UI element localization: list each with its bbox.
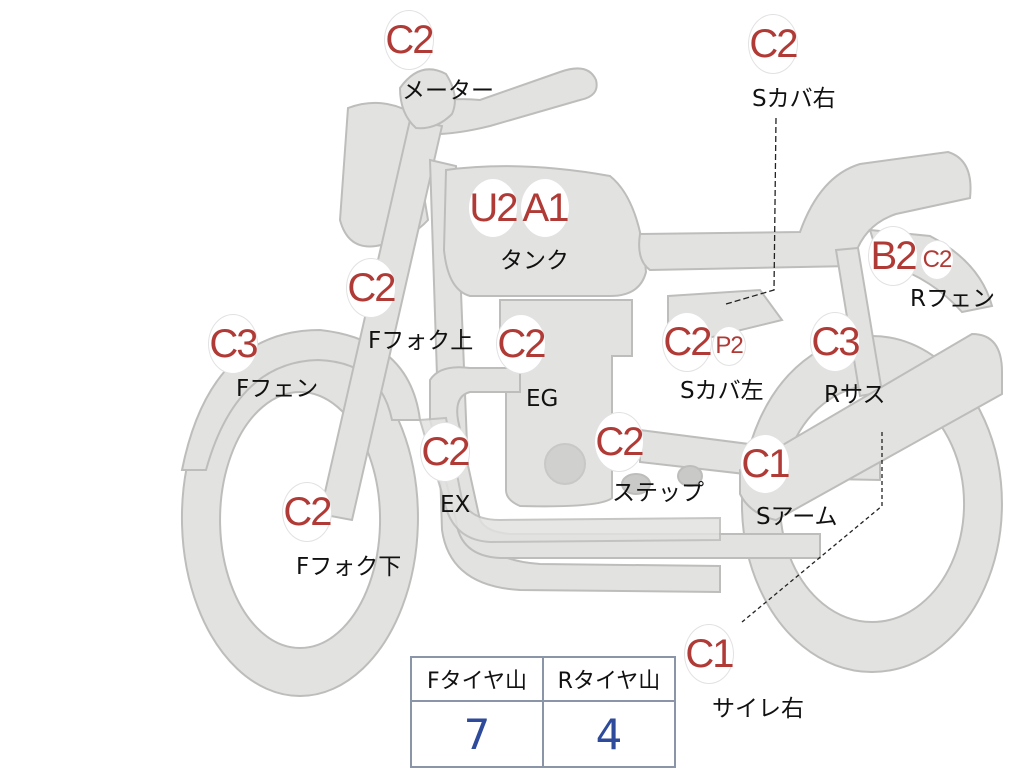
- side-cover-right-code-badge: C2: [748, 14, 799, 74]
- front-fork-upper-label: Fフォク上: [368, 328, 474, 354]
- exhaust-label: EX: [440, 492, 471, 518]
- rear-suspension-label: Rサス: [824, 382, 886, 408]
- front-fork-lower-code-badge: C2: [282, 482, 333, 542]
- rear-fender-code-badge-2: C2: [920, 240, 954, 280]
- engine-label: EG: [526, 386, 559, 412]
- meter: [398, 68, 456, 130]
- side-cover-right-label: Sカバ右: [752, 86, 836, 112]
- front-tire-header: Fタイヤ山: [410, 656, 544, 702]
- exhaust-pipe-lower: [418, 416, 721, 544]
- swing-arm-code-badge: C1: [740, 434, 791, 494]
- engine-code-badge: C2: [496, 314, 547, 374]
- muffler: [739, 332, 1003, 522]
- rear-suspension-code-badge: C3: [810, 312, 861, 372]
- tank-label: タンク: [500, 248, 569, 274]
- swing-arm-label: Sアーム: [756, 504, 838, 530]
- meter-code-badge: C2: [384, 10, 435, 70]
- exhaust-code-badge: C2: [420, 422, 471, 482]
- meter-label: メーター: [402, 78, 494, 104]
- tank-code-badge-1: U2: [468, 178, 519, 238]
- rear-fender-label: Rフェン: [910, 286, 995, 312]
- rear-fender-code-badge-1: B2: [868, 226, 918, 286]
- leader-muffler-right: [741, 432, 883, 623]
- front-fork-upper-code-badge: C2: [346, 258, 397, 318]
- front-tire-value: 7: [410, 700, 544, 768]
- front-fender-label: Fフェン: [236, 376, 319, 402]
- side-cover-left-code-badge: C2: [662, 312, 713, 372]
- step-code-badge: C2: [594, 412, 645, 472]
- seat: [638, 150, 972, 272]
- side-cover-left-code-badge-2: P2: [712, 326, 746, 366]
- side-cover-left-label: Sカバ左: [680, 378, 764, 404]
- front-fender-code-badge: C3: [208, 314, 259, 374]
- handlebar: [406, 67, 598, 136]
- tank-code-badge-2: A1: [520, 178, 570, 238]
- rear-tire-value: 4: [542, 700, 676, 768]
- front-fork-lower-label: Fフォク下: [296, 554, 402, 580]
- muffler-right-code-badge: C1: [684, 624, 735, 684]
- tire-tread-table: Fタイヤ山 Rタイヤ山 7 4: [410, 656, 676, 768]
- step-label: ステップ: [612, 480, 704, 506]
- rear-tire-header: Rタイヤ山: [542, 656, 676, 702]
- muffler-right-label: サイレ右: [712, 696, 804, 722]
- leader-side-cover-right: [725, 117, 777, 305]
